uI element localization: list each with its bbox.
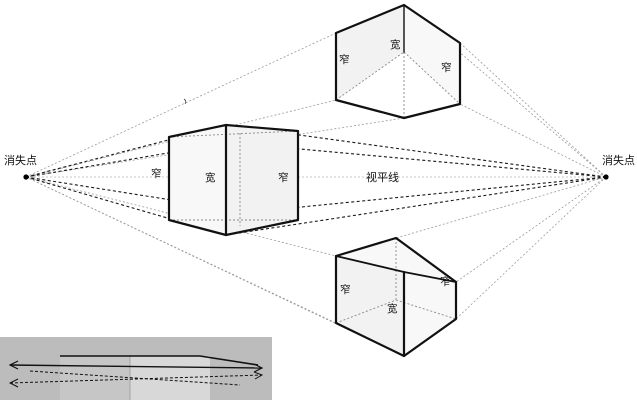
- bottom-cube-narrow-left-label: 窄: [340, 283, 351, 296]
- middle-cube-narrow-left-label: 窄: [151, 167, 162, 180]
- photo-inset-drawing: [0, 337, 272, 400]
- top-cube-narrow-right-label: 窄: [441, 61, 452, 74]
- stray-mark: [183, 98, 187, 105]
- vanishing-point-right: [603, 174, 609, 180]
- photo-inset: [0, 337, 272, 400]
- bottom-cube-narrow-right-label: 窄: [440, 275, 451, 288]
- top-cube-narrow-left-label: 窄: [339, 53, 350, 66]
- middle-cube-wide-label: 宽: [205, 171, 216, 184]
- middle-cube-narrow-right-label: 窄: [278, 171, 289, 184]
- bottom-cube-wide-label: 宽: [387, 302, 398, 315]
- vanishing-point-left: [23, 174, 29, 180]
- top-cube-wide-label: 宽: [390, 38, 401, 51]
- vp-left-label: 消失点: [4, 153, 37, 167]
- middle-cube: [167, 123, 300, 237]
- guide-lines: [25, 4, 607, 357]
- bottom-cube: [334, 236, 458, 358]
- top-cube: [334, 3, 462, 120]
- horizon-label: 视平线: [366, 170, 399, 184]
- vp-right-label: 消失点: [602, 153, 635, 167]
